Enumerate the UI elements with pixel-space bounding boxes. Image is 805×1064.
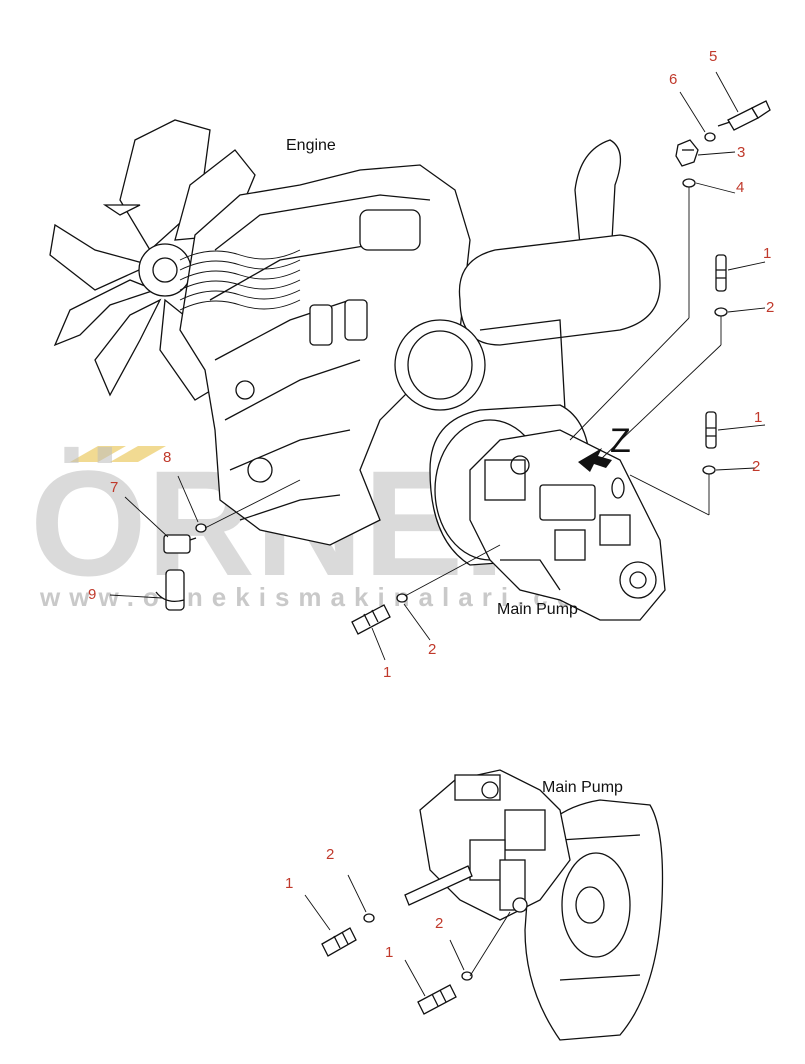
part-5-sensor xyxy=(717,100,771,131)
callout-7: 7 xyxy=(110,479,118,496)
parts-top xyxy=(155,100,771,635)
part-6-ring xyxy=(704,132,716,142)
view-z-label: Z xyxy=(610,422,631,460)
callout-2: 2 xyxy=(435,915,443,932)
part-2-ring-e xyxy=(461,971,473,981)
part-7-switch xyxy=(163,534,197,554)
part-1-sensor-a xyxy=(715,254,727,292)
callout-4: 4 xyxy=(736,179,744,196)
callout-1: 1 xyxy=(763,245,771,262)
callout-2: 2 xyxy=(326,846,334,863)
callout-8: 8 xyxy=(163,449,171,466)
part-4-ring xyxy=(682,178,696,188)
part-1-sensor-e xyxy=(417,984,457,1015)
engine-label: Engine xyxy=(286,137,336,154)
part-8-ring xyxy=(195,523,207,533)
part-2-ring-a xyxy=(714,307,728,317)
labels: Engine Main Pump Main Pump Z xyxy=(286,137,631,796)
callout-1: 1 xyxy=(385,944,393,961)
part-1-sensor-b xyxy=(705,411,717,449)
main-pump-label-bottom: Main Pump xyxy=(542,779,623,796)
callout-2: 2 xyxy=(752,458,760,475)
part-2-ring-c xyxy=(396,593,408,603)
callout-1: 1 xyxy=(285,875,293,892)
part-3-plug xyxy=(675,139,699,167)
engine-illustration xyxy=(49,119,661,566)
leader-lines-top xyxy=(109,71,766,661)
main-pump-label-top: Main Pump xyxy=(497,601,578,618)
part-2-ring-d xyxy=(363,913,375,923)
callout-5: 5 xyxy=(709,48,717,65)
callout-2: 2 xyxy=(766,299,774,316)
callout-1: 1 xyxy=(383,664,391,681)
part-2-ring-b xyxy=(702,465,716,475)
main-pump-top-illustration xyxy=(469,429,666,621)
part-1-sensor-d xyxy=(321,927,357,957)
callout-3: 3 xyxy=(737,144,745,161)
callout-2: 2 xyxy=(428,641,436,658)
callouts: 5 6 3 4 1 2 1 2 8 7 9 1 2 2 1 2 1 xyxy=(88,48,774,961)
main-pump-bottom-illustration xyxy=(321,769,664,1041)
leader-lines-bottom xyxy=(304,874,511,997)
part-9-fitting xyxy=(155,569,185,611)
callout-1: 1 xyxy=(754,409,762,426)
part-1-sensor-c xyxy=(351,604,391,635)
callout-6: 6 xyxy=(669,71,677,88)
callout-9: 9 xyxy=(88,586,96,603)
